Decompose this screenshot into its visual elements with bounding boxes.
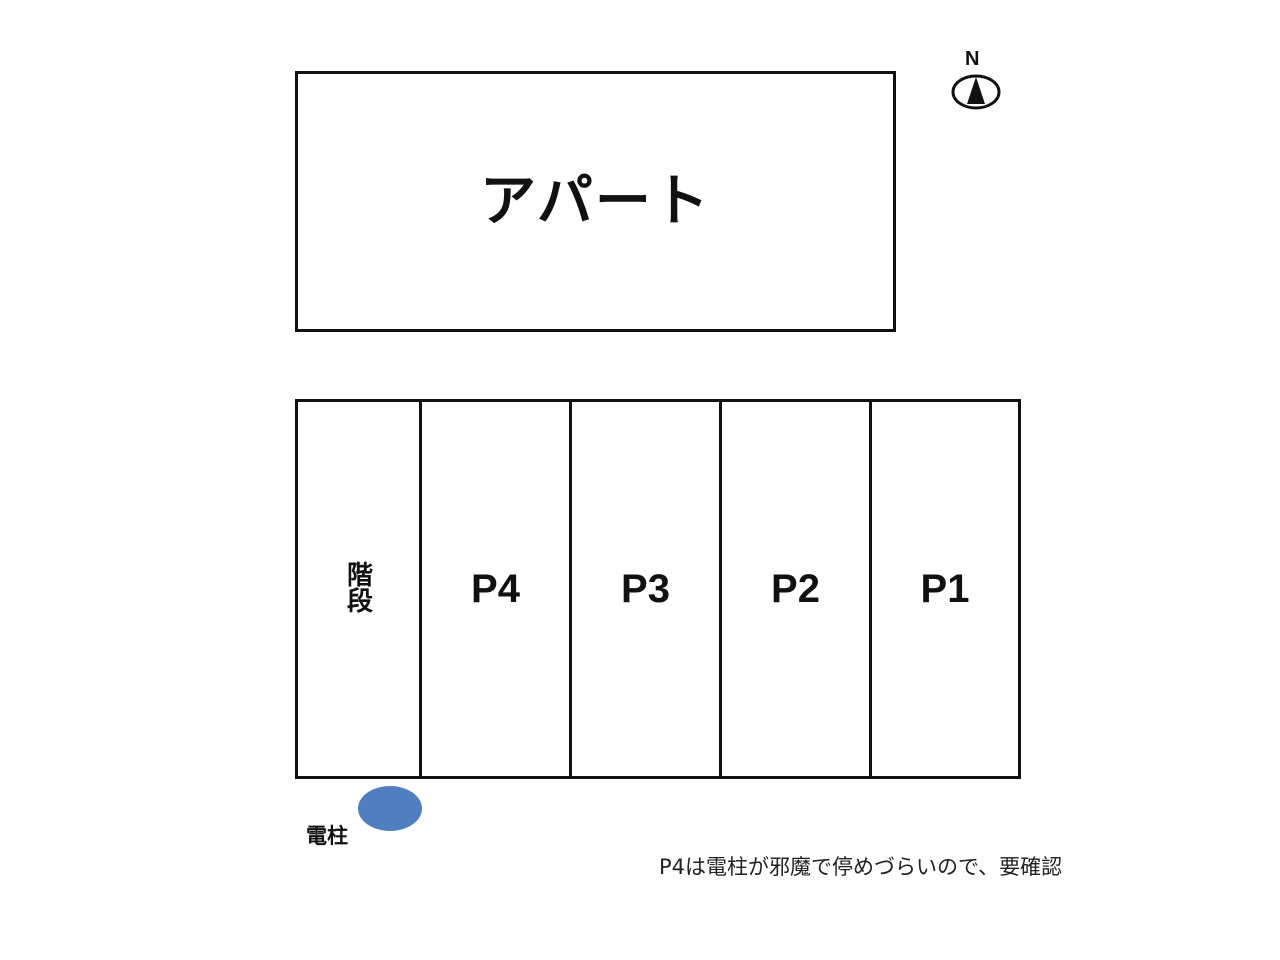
parking-space-p3: P3 (572, 402, 722, 776)
stairs-label: 階段 (343, 561, 374, 613)
parking-label-p2: P2 (771, 566, 820, 611)
parking-label-p4: P4 (471, 566, 520, 611)
parking-space-p1: P1 (872, 402, 1018, 776)
north-label: N (965, 48, 980, 70)
north-compass-icon: N (950, 48, 1002, 110)
parking-space-p4: P4 (422, 402, 572, 776)
stairs-area: 階段 (298, 402, 422, 776)
parking-space-p2: P2 (722, 402, 872, 776)
apartment-building: アパート (295, 71, 896, 332)
note-text: P4は電柱が邪魔で停めづらいので、要確認 (659, 855, 1063, 879)
utility-pole-marker (358, 786, 422, 831)
parking-label-p1: P1 (920, 566, 970, 611)
parking-label-p3: P3 (621, 566, 670, 611)
utility-pole-label: 電柱 (306, 824, 348, 848)
building-label: アパート (480, 169, 711, 234)
parking-lot: 階段 P4 P3 P2 P1 (295, 399, 1021, 779)
